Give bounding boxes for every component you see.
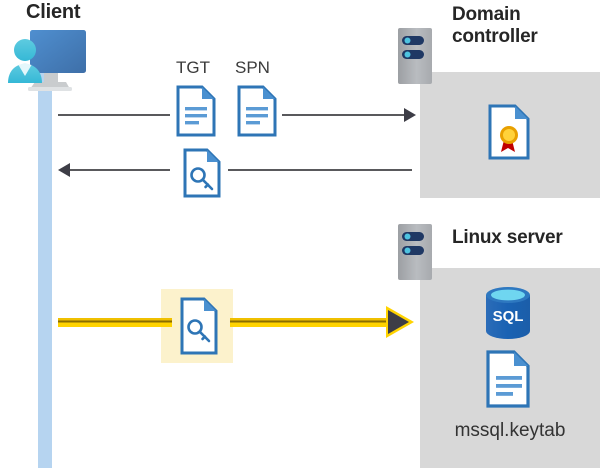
tgt-document-icon (175, 85, 217, 142)
service-ticket-line-left (58, 318, 172, 327)
domain-controller-title-line1: Domain (452, 4, 521, 25)
sql-database-icon: SQL (482, 285, 534, 346)
tgt-label: TGT (176, 58, 210, 77)
request-arrowhead-icon (404, 108, 416, 122)
spn-label: SPN (235, 58, 270, 77)
service-ticket-key-document-icon (179, 297, 219, 360)
service-ticket-line-right (230, 318, 394, 327)
response-line-segment-left (70, 169, 170, 171)
response-arrowhead-icon (58, 163, 70, 177)
linux-server-title: Linux server (452, 227, 563, 248)
client-lifeline (38, 70, 52, 468)
domain-controller-title: Domain controller (452, 4, 592, 49)
sql-label: SQL (493, 308, 524, 325)
response-key-document-icon (182, 148, 222, 203)
request-line-segment-left (58, 114, 170, 116)
keytab-filename-label: mssql.keytab (454, 420, 566, 441)
spn-document-icon (236, 85, 278, 142)
keytab-document-icon (485, 350, 533, 413)
client-computer-icon (4, 26, 88, 94)
certificate-document-icon (487, 104, 533, 165)
domain-controller-rack-icon (398, 28, 432, 84)
request-line-segment-right (282, 114, 412, 116)
service-ticket-arrowhead-icon (388, 310, 409, 334)
client-title: Client (26, 1, 81, 23)
domain-controller-title-line2: controller (452, 26, 538, 48)
linux-server-rack-icon (398, 224, 432, 280)
response-line-segment-right (228, 169, 412, 171)
